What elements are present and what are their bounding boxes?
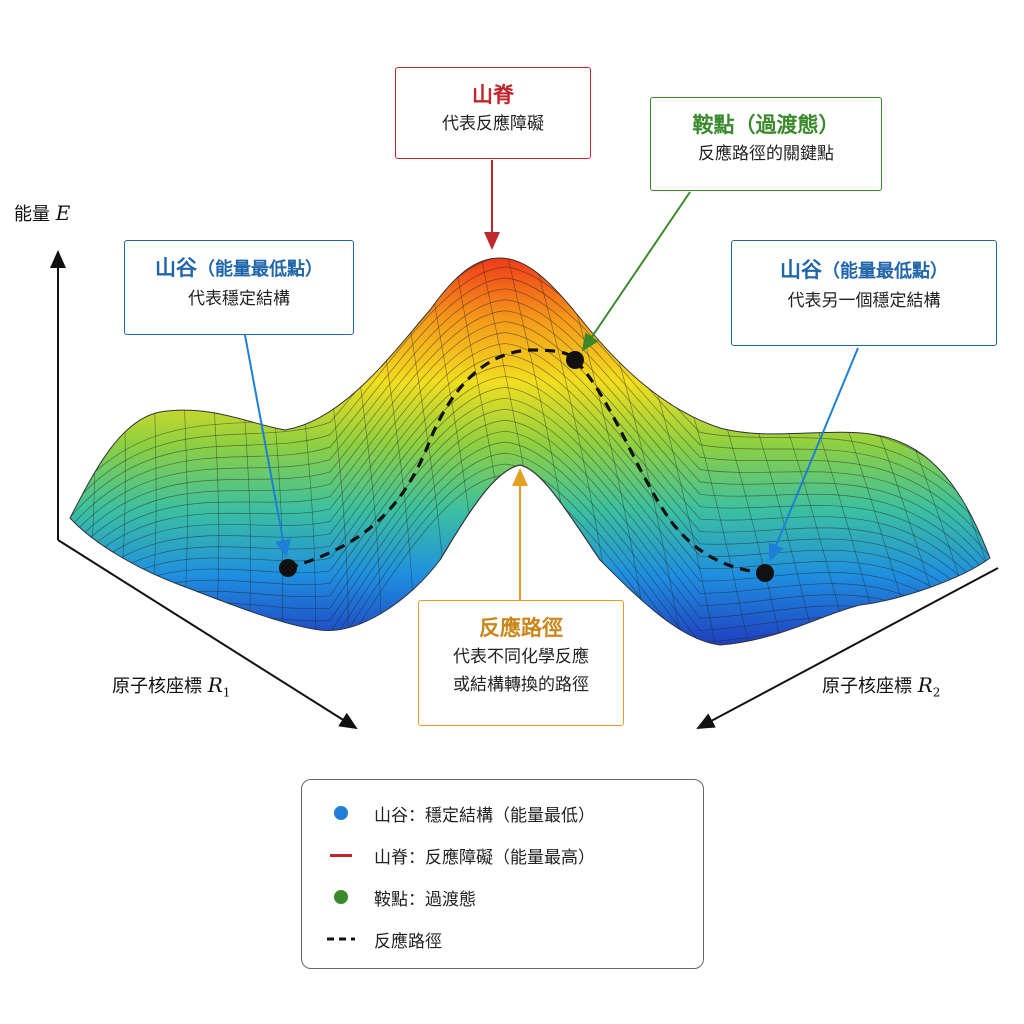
- saddle-connector: [581, 191, 691, 352]
- valley-left-title-sub: （能量最低點）: [197, 259, 323, 280]
- energy-axis-symbol: E: [55, 201, 71, 225]
- valley-left-callout: 山谷（能量最低點） 代表穩定結構: [124, 240, 354, 335]
- legend-ridge-text: 山脊：反應障礙（能量最高）: [374, 847, 595, 868]
- mesh-line: [70, 310, 990, 591]
- valley-right-desc: 代表另一個穩定結構: [787, 291, 941, 311]
- legend-valley-text: 山谷：穩定結構（能量最低）: [374, 805, 595, 826]
- mesh-line: [70, 343, 990, 621]
- mesh-line: [70, 288, 990, 571]
- valley-right-title-sub: （能量最低點）: [822, 261, 948, 282]
- valley-left-point: [279, 559, 297, 577]
- reaction-path-line: [287, 348, 766, 575]
- path-callout: 反應路徑 代表不同化學反應 或結構轉換的路徑: [418, 600, 624, 726]
- energy-axis-label: 能量 E: [14, 200, 70, 226]
- path-title: 反應路徑: [479, 616, 563, 640]
- mesh-line: [70, 408, 990, 645]
- legend-item-valley: 山谷：穩定結構（能量最低）: [302, 798, 595, 828]
- legend-item-ridge: 山脊：反應障礙（能量最高）: [302, 840, 595, 870]
- r1-axis-symbol: R: [207, 673, 223, 697]
- dashed-line-icon: [327, 937, 355, 941]
- ridge-title: 山脊: [472, 83, 514, 107]
- ridge-desc: 代表反應障礙: [442, 114, 544, 134]
- mesh-line: [70, 397, 990, 645]
- mesh-line: [70, 258, 990, 541]
- valley-right-callout: 山谷（能量最低點） 代表另一個穩定結構: [731, 240, 997, 346]
- legend-item-path: 反應路徑: [302, 924, 442, 954]
- valley-right-point: [756, 564, 774, 582]
- legend-path-text: 反應路徑: [374, 931, 442, 952]
- mesh-line: [70, 463, 990, 645]
- r1-axis-text: 原子核座標: [112, 676, 202, 697]
- saddle-point: [566, 351, 584, 369]
- r1-axis-subscript: 1: [222, 685, 231, 700]
- saddle-callout: 鞍點（過渡態） 反應路徑的關鍵點: [650, 97, 882, 191]
- saddle-desc: 反應路徑的關鍵點: [698, 144, 834, 164]
- mesh-line: [70, 258, 85, 645]
- r1-axis: [57, 539, 358, 730]
- ridge-callout: 山脊 代表反應障礙: [395, 67, 591, 159]
- r2-axis: [696, 567, 999, 729]
- mesh-line: [70, 299, 990, 581]
- valley-left-title: 山谷（能量最低點）: [125, 253, 353, 285]
- valley-left-desc: 代表穩定結構: [188, 289, 290, 309]
- valley-right-title: 山谷（能量最低點）: [732, 255, 996, 287]
- path-desc-line2: 或結構轉換的路徑: [453, 675, 589, 695]
- legend: 山谷：穩定結構（能量最低） 山脊：反應障礙（能量最高） 鞍點：過渡態 反應路徑: [301, 779, 704, 969]
- energy-axis-text: 能量: [14, 204, 50, 225]
- valley-right-title-main: 山谷: [780, 258, 822, 282]
- energy-surface: [69, 257, 991, 646]
- legend-saddle-dot-icon: [324, 890, 358, 904]
- mesh-line: [70, 266, 990, 551]
- mesh-line: [70, 365, 990, 641]
- saddle-title: 鞍點（過渡態）: [692, 113, 840, 137]
- mesh-line: [70, 419, 990, 645]
- mesh-line: [70, 354, 990, 631]
- legend-path-dashed-icon: [324, 936, 358, 942]
- r2-axis-label: 原子核座標 R2: [822, 672, 940, 700]
- legend-ridge-line-icon: [324, 853, 358, 857]
- mesh-line: [70, 387, 990, 645]
- mesh-line: [70, 332, 990, 611]
- ridge-fold: [439, 464, 601, 561]
- r1-axis-label: 原子核座標 R1: [112, 672, 230, 700]
- valley-right-connector: [768, 347, 859, 562]
- r2-axis-symbol: R: [917, 673, 933, 697]
- valley-left-connector: [244, 334, 291, 558]
- r2-axis-subscript: 2: [932, 685, 941, 700]
- mesh-line: [70, 321, 990, 601]
- valley-left-title-main: 山谷: [155, 256, 197, 280]
- legend-saddle-text: 鞍點：過渡態: [374, 889, 476, 910]
- r2-axis-text: 原子核座標: [822, 676, 912, 697]
- path-desc-line1: 代表不同化學反應: [453, 647, 589, 667]
- legend-valley-dot-icon: [324, 806, 358, 820]
- surface-mesh: [70, 258, 990, 645]
- mesh-line: [70, 277, 990, 561]
- mesh-line: [70, 376, 990, 645]
- legend-item-saddle: 鞍點：過渡態: [302, 882, 476, 912]
